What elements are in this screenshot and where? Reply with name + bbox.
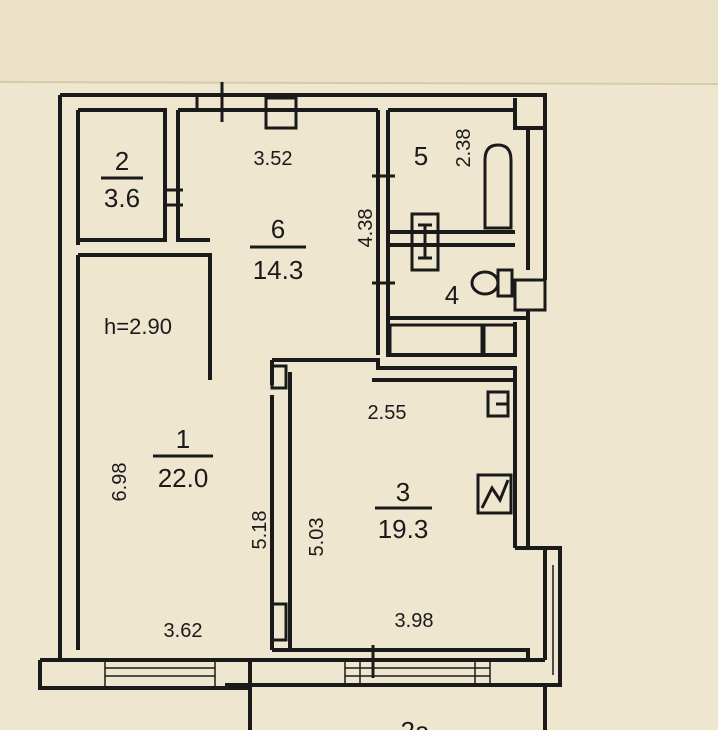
column-room1 [270,602,288,642]
room6-area: 14.3 [253,255,304,285]
room1-area: 22.0 [158,463,209,493]
column-room1-top [270,364,288,390]
room1-dim-height: 6.98 [109,463,131,502]
room3-dim-bottom: 3.98 [395,610,434,632]
sink-icon [410,212,440,272]
wall-room3-top [272,358,517,382]
room5-dim: 2.38 [453,129,475,168]
paper-fold-line [0,81,718,85]
room5-number: 5 [414,141,428,171]
room3-dim-height: 5.03 [306,518,328,557]
room3-area: 19.3 [378,514,429,544]
sink-cabinet [482,323,517,357]
paper-fold [0,0,718,82]
room2-area: 3.6 [104,183,140,213]
room6-dim-width: 3.52 [254,148,293,170]
room3-dim-width: 2.55 [368,402,407,424]
toilet-icon [470,268,514,298]
ceiling-height: h=2.90 [104,314,172,339]
outer-wall-bottom-left-outer [38,660,250,690]
bathtub-icon [483,143,513,230]
wall-room6-left [176,110,210,242]
room6-number: 6 [271,214,285,244]
ventilation-shaft [264,96,298,130]
stove-icon [476,473,513,515]
room6-dim-height: 4.38 [355,209,377,248]
room2-number: 2 [115,146,129,176]
kitchen-counter [388,323,484,357]
column-right [513,278,547,312]
room1-dim-inner: 5.18 [249,511,271,550]
wall-room1-top [78,253,212,380]
balcony-side-wall [545,546,562,687]
room2-walls [78,108,167,242]
wall-room3-bottom [290,648,530,660]
room1-number: 1 [176,424,190,454]
balcony-label: 2а [401,716,430,730]
room4-number: 4 [445,280,459,310]
room1-dim-width: 3.62 [164,620,203,642]
room3-number: 3 [396,477,410,507]
